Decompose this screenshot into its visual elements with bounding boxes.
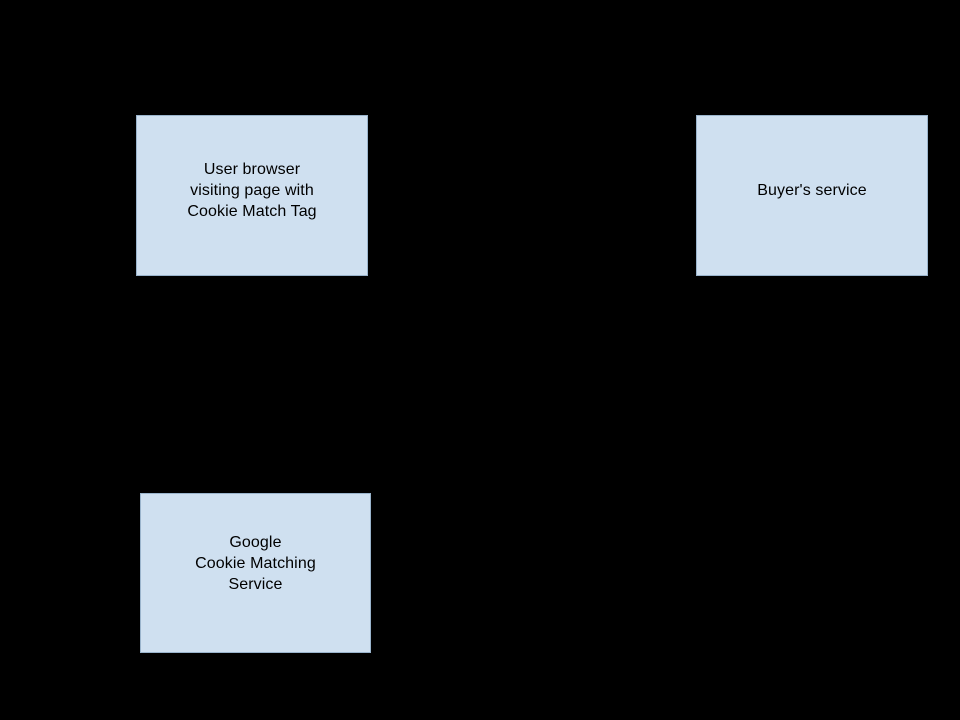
diagram-node-google-cookie-matching-service[interactable]: Google Cookie Matching Service xyxy=(140,493,371,653)
diagram-node-buyers-service[interactable]: Buyer's service xyxy=(696,115,928,276)
diagram-node-user-browser-label: User browser visiting page with Cookie M… xyxy=(187,161,317,220)
diagram-node-buyers-service-label: Buyer's service xyxy=(757,182,867,199)
diagram-node-google-cookie-matching-service-label: Google Cookie Matching Service xyxy=(195,534,316,593)
diagram-node-user-browser[interactable]: User browser visiting page with Cookie M… xyxy=(136,115,368,276)
